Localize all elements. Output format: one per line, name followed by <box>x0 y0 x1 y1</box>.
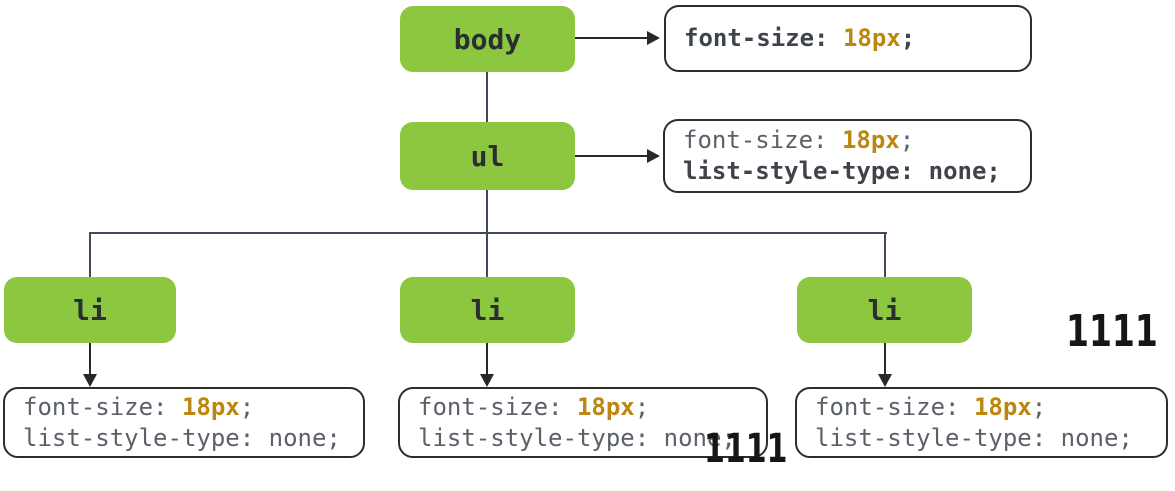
punctuation: ; <box>899 126 915 154</box>
arrowhead-li-left-icon <box>83 374 97 387</box>
declaration: list-style-type: none; <box>418 423 736 452</box>
node-ul-label: ul <box>470 139 505 173</box>
node-ul: ul <box>400 122 575 190</box>
code-line: font-size: 18px; <box>418 392 766 423</box>
arrow-li-middle-line <box>486 343 488 375</box>
punctuation: ; <box>634 392 650 421</box>
property-value: 18px <box>181 392 240 421</box>
property-value: 18px <box>841 126 900 154</box>
arrowhead-ul-icon <box>647 149 660 163</box>
declaration: list-style-type: none; <box>815 423 1133 452</box>
arrowhead-li-right-icon <box>878 374 892 387</box>
branch-horizontal-line <box>89 232 887 234</box>
connector-branch-li-right <box>884 234 886 277</box>
rule-box-ul: font-size: 18px; list-style-type: none; <box>663 119 1032 193</box>
property-name: font-size: <box>815 392 974 421</box>
code-line: list-style-type: none; <box>23 423 363 454</box>
node-li-left: li <box>4 277 176 343</box>
property-value: 18px <box>576 392 635 421</box>
annotation-1111-right: 1111 <box>1066 306 1158 357</box>
code-line: font-size: 18px; <box>684 23 1030 54</box>
punctuation: ; <box>1031 392 1047 421</box>
node-li-left-label: li <box>73 293 107 327</box>
arrow-li-left-line <box>89 343 91 375</box>
property-name: font-size: <box>684 24 843 52</box>
connector-body-ul <box>486 72 488 122</box>
code-line: list-style-type: none; <box>815 423 1166 454</box>
connector-ul-branch <box>486 190 488 234</box>
arrow-ul-line <box>575 155 648 157</box>
arrowhead-body-icon <box>647 31 660 45</box>
code-line: list-style-type: none; <box>683 156 1030 187</box>
property-name: font-size: <box>418 392 577 421</box>
rule-box-body: font-size: 18px; <box>664 5 1032 72</box>
node-li-right: li <box>797 277 972 343</box>
property-value: 18px <box>842 24 901 52</box>
rule-box-li-middle: font-size: 18px; list-style-type: none; <box>398 387 768 458</box>
connector-branch-li-middle <box>486 234 488 277</box>
property-name: font-size: <box>23 392 182 421</box>
punctuation: ; <box>900 24 916 52</box>
arrowhead-li-middle-icon <box>480 374 494 387</box>
node-li-right-label: li <box>867 293 902 327</box>
connector-branch-li-left <box>89 234 91 277</box>
code-line: font-size: 18px; <box>683 125 1030 156</box>
property-name: font-size: <box>683 126 842 154</box>
code-line: font-size: 18px; <box>23 392 363 423</box>
arrow-li-right-line <box>884 343 886 375</box>
property-value: 18px <box>973 392 1032 421</box>
node-body: body <box>400 6 575 72</box>
declaration: list-style-type: none; <box>23 423 341 452</box>
node-li-middle-label: li <box>470 293 505 327</box>
arrow-body-line <box>575 37 648 39</box>
punctuation: ; <box>239 392 255 421</box>
rule-box-li-right: font-size: 18px; list-style-type: none; <box>795 387 1168 458</box>
annotation-1111-bottom: 1111 <box>704 426 788 472</box>
declaration: list-style-type: none; <box>683 157 1001 185</box>
node-li-middle: li <box>400 277 575 343</box>
code-line: list-style-type: none; <box>418 423 766 454</box>
rule-box-li-left: font-size: 18px; list-style-type: none; <box>3 387 365 458</box>
node-body-label: body <box>453 22 522 56</box>
code-line: font-size: 18px; <box>815 392 1166 423</box>
